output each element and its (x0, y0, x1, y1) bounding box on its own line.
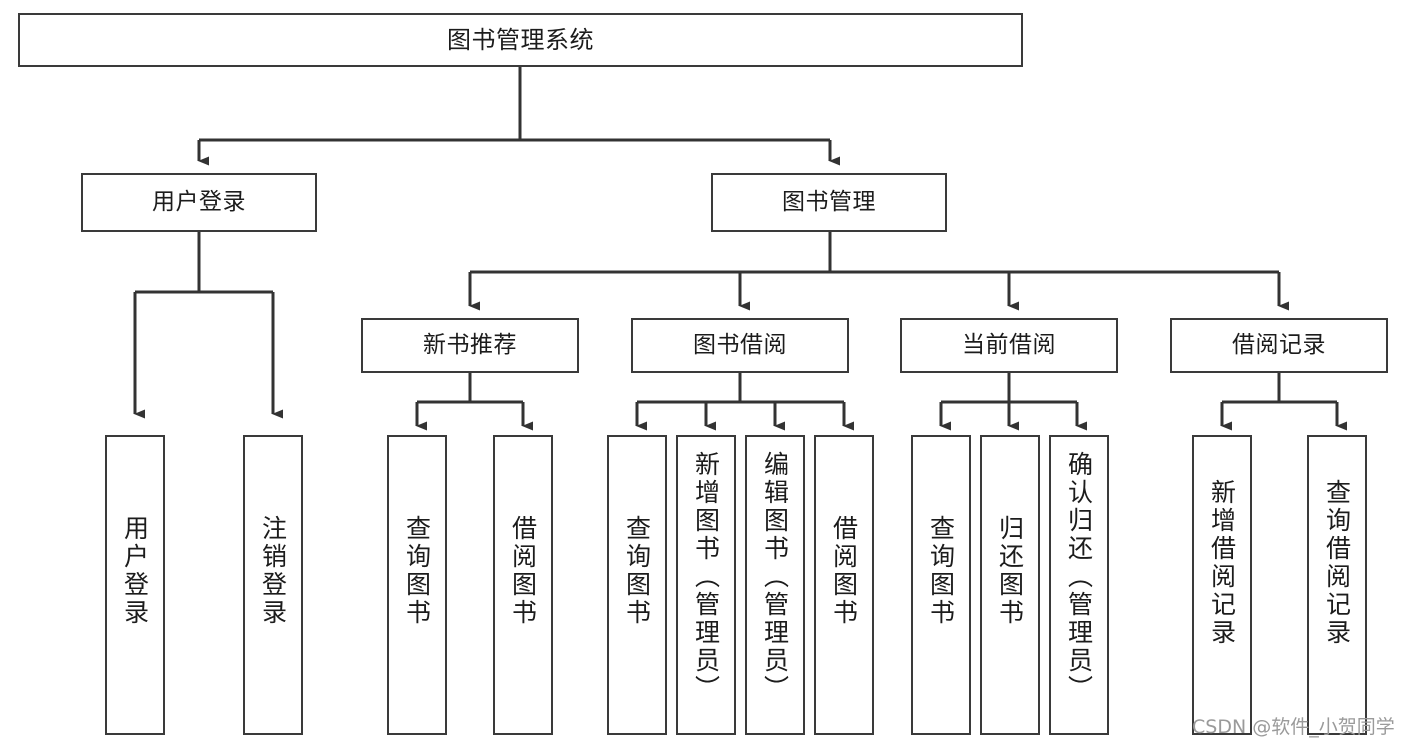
node-label: 查询图书 (402, 515, 432, 627)
node-borrow-record[interactable]: 借阅记录 (1170, 318, 1388, 373)
node-leaf-query-book-borrow[interactable]: 查询图书 (607, 435, 667, 735)
node-leaf-query-book-new[interactable]: 查询图书 (387, 435, 447, 735)
node-label: 借阅图书 (829, 515, 859, 627)
node-user-login[interactable]: 用户登录 (81, 173, 317, 232)
node-leaf-confirm-return-admin[interactable]: 确认归还（管理员） (1049, 435, 1109, 735)
node-leaf-user-login[interactable]: 用户登录 (105, 435, 165, 735)
node-current-borrow[interactable]: 当前借阅 (900, 318, 1118, 373)
node-root-system[interactable]: 图书管理系统 (18, 13, 1023, 67)
csdn-watermark: CSDN @软件_小贺同学 (1192, 716, 1395, 738)
node-leaf-borrow-book[interactable]: 借阅图书 (814, 435, 874, 735)
node-new-book-recommend[interactable]: 新书推荐 (361, 318, 579, 373)
node-label: 查询图书 (926, 515, 956, 627)
node-book-management[interactable]: 图书管理 (711, 173, 947, 232)
node-label: 确认归还（管理员） (1064, 451, 1094, 703)
node-leaf-query-borrow-record[interactable]: 查询借阅记录 (1307, 435, 1367, 735)
node-label: 查询图书 (622, 515, 652, 627)
node-label: 新增借阅记录 (1207, 479, 1237, 647)
node-label: 图书管理 (782, 188, 876, 215)
node-label: 注销登录 (258, 515, 288, 627)
node-label: 用户登录 (120, 515, 150, 627)
node-label: 编辑图书（管理员） (760, 451, 790, 703)
node-leaf-return-book[interactable]: 归还图书 (980, 435, 1040, 735)
node-label: 归还图书 (995, 515, 1025, 627)
node-label: 借阅图书 (508, 515, 538, 627)
node-label: 借阅记录 (1232, 331, 1326, 358)
node-leaf-add-borrow-record[interactable]: 新增借阅记录 (1192, 435, 1252, 735)
node-label: 图书管理系统 (447, 25, 594, 54)
node-leaf-add-book-admin[interactable]: 新增图书（管理员） (676, 435, 736, 735)
node-leaf-edit-book-admin[interactable]: 编辑图书（管理员） (745, 435, 805, 735)
node-label: 当前借阅 (962, 331, 1056, 358)
node-book-borrow[interactable]: 图书借阅 (631, 318, 849, 373)
node-leaf-logout[interactable]: 注销登录 (243, 435, 303, 735)
node-label: 新书推荐 (423, 331, 517, 358)
node-label: 用户登录 (152, 188, 246, 215)
node-label: 查询借阅记录 (1322, 479, 1352, 647)
node-leaf-borrow-book-new[interactable]: 借阅图书 (493, 435, 553, 735)
node-label: 图书借阅 (693, 331, 787, 358)
node-label: 新增图书（管理员） (691, 451, 721, 703)
node-leaf-query-book-current[interactable]: 查询图书 (911, 435, 971, 735)
